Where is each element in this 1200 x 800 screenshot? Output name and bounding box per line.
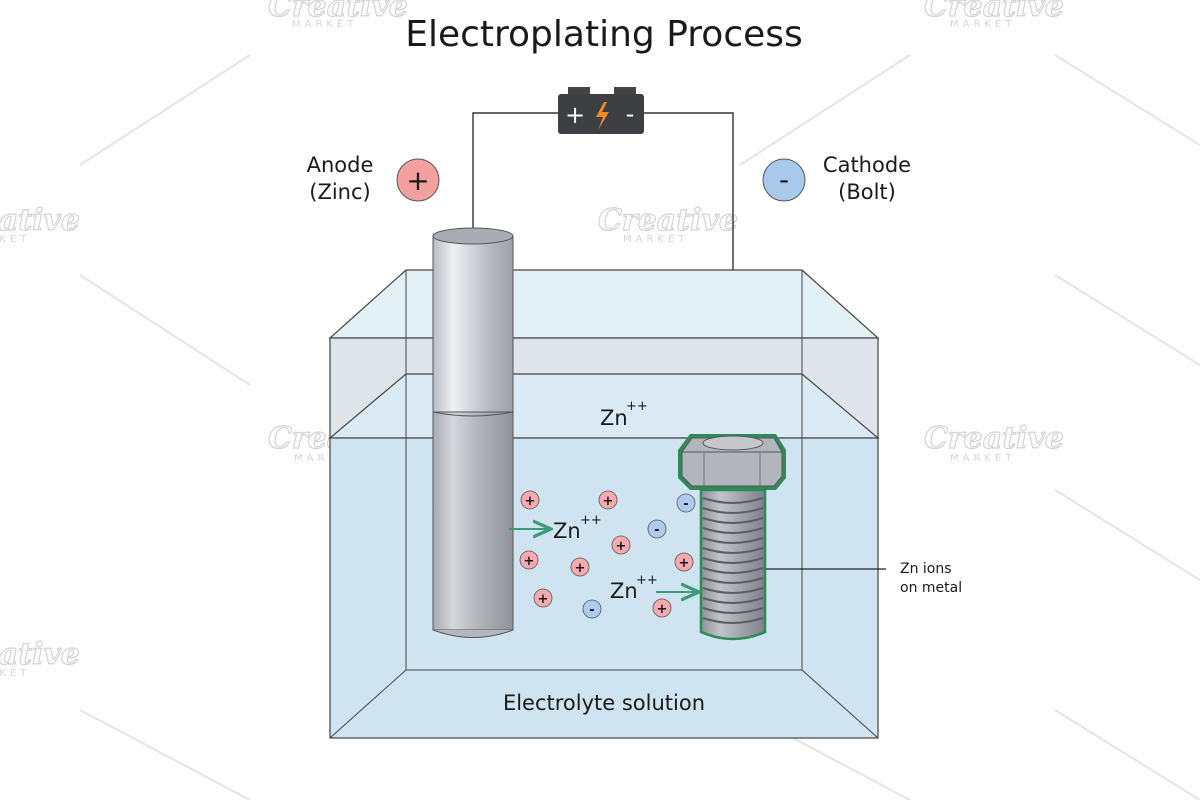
svg-text:Creative: Creative — [268, 0, 408, 24]
svg-text:++: ++ — [636, 573, 658, 588]
svg-text:+: + — [616, 539, 627, 554]
svg-text:Creative: Creative — [598, 203, 738, 238]
svg-text:+: + — [575, 561, 586, 576]
callout-label-line2: on metal — [900, 580, 962, 596]
svg-text:-: - — [589, 603, 594, 618]
bolt-cathode — [678, 434, 786, 641]
svg-text:++: ++ — [580, 513, 602, 528]
positive-ion: + — [674, 552, 694, 572]
watermark-logo: Creative MARKET — [923, 420, 1064, 464]
watermark-logo: Creative MARKET — [0, 636, 81, 679]
svg-text:-: - — [654, 523, 659, 538]
svg-text:+: + — [406, 164, 429, 197]
positive-ion: + — [520, 490, 540, 510]
zinc-anode-rod — [432, 227, 514, 638]
svg-text:-: - — [779, 163, 789, 196]
zn-ion-label-right: Zn ++ — [610, 573, 658, 603]
anode-wire — [472, 112, 558, 230]
anode-label: Anode — [307, 153, 374, 177]
negative-ion: - — [676, 493, 696, 513]
svg-text:Creative: Creative — [0, 203, 80, 238]
electrolyte-label: Electrolyte solution — [503, 691, 705, 715]
svg-text:Creative: Creative — [0, 637, 80, 672]
svg-text:MARKET: MARKET — [623, 234, 688, 245]
anode-plus-icon: + — [396, 158, 440, 202]
battery-minus: - — [626, 100, 635, 128]
svg-text:Zn: Zn — [610, 579, 638, 603]
svg-text:MARKET: MARKET — [0, 234, 30, 245]
negative-ion: - — [582, 599, 602, 619]
svg-text:MARKET: MARKET — [292, 19, 357, 30]
svg-text:MARKET: MARKET — [950, 19, 1015, 30]
lightning-icon — [596, 102, 609, 130]
svg-text:+: + — [603, 494, 614, 509]
svg-text:MARKET: MARKET — [950, 453, 1015, 464]
cathode-sublabel: (Bolt) — [838, 180, 896, 204]
positive-ion: + — [611, 535, 631, 555]
svg-text:Zn: Zn — [600, 406, 628, 430]
positive-ion: + — [519, 550, 539, 570]
positive-ion: + — [598, 490, 618, 510]
anode-sublabel: (Zinc) — [309, 180, 370, 204]
svg-text:-: - — [683, 497, 688, 512]
svg-text:+: + — [679, 556, 690, 571]
diagram-title: Electroplating Process — [405, 14, 803, 55]
negative-ion: - — [647, 519, 667, 539]
positive-ion: + — [652, 598, 672, 618]
svg-text:MARKET: MARKET — [294, 453, 359, 464]
zn-ion-label-left: Zn ++ — [553, 513, 602, 543]
battery-plus: + — [565, 101, 585, 129]
zn-ion-label-top: Zn ++ — [600, 399, 648, 430]
svg-text:+: + — [524, 554, 535, 569]
svg-text:Creative: Creative — [924, 421, 1064, 456]
cathode-minus-icon: - — [762, 158, 806, 202]
cathode-label: Cathode — [823, 153, 911, 177]
svg-text:+: + — [657, 602, 668, 617]
svg-text:++: ++ — [626, 399, 648, 414]
svg-text:+: + — [525, 494, 536, 509]
svg-text:Zn: Zn — [553, 519, 581, 543]
svg-text:MARKET: MARKET — [0, 668, 30, 679]
ions-group: + + - + - + + + + - + — [519, 490, 696, 619]
positive-ion: + — [570, 557, 590, 577]
watermark-logo: Creative MARKET — [0, 202, 81, 245]
watermark-logo: Creative MARKET — [597, 202, 738, 245]
watermark-logo: Creative MARKET — [267, 0, 408, 30]
positive-ion: + — [533, 588, 553, 608]
callout-label-line1: Zn ions — [900, 561, 952, 577]
battery-icon: + - — [558, 87, 644, 134]
watermark-logo: Creative MARKET — [923, 0, 1064, 30]
svg-text:+: + — [538, 592, 549, 607]
svg-text:Creative: Creative — [924, 0, 1064, 24]
